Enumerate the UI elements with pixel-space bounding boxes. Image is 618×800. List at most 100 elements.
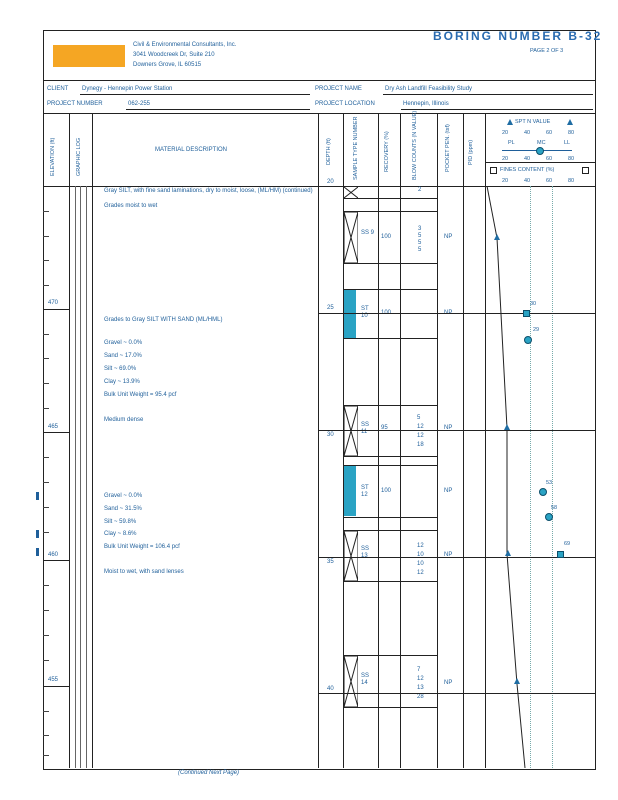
header-blow-counts: BLOW COUNTS (N VALUE) xyxy=(412,110,418,180)
scale-tick-60a: 60 xyxy=(546,130,553,136)
ll-label: LL xyxy=(564,140,571,146)
depth-start: 20 xyxy=(327,179,334,185)
blows-ss13-4: 12 xyxy=(417,570,424,576)
spt-point-ss13 xyxy=(505,550,511,556)
desc-clay-2: Clay ~ 8.6% xyxy=(104,531,137,537)
pl-label: PL xyxy=(508,140,515,146)
mc-label: MC xyxy=(537,140,546,146)
elevation-470: 470 xyxy=(48,300,59,306)
desc-gravel-2: Gravel ~ 0.0% xyxy=(104,493,143,499)
mc-label-69: 69 xyxy=(564,541,571,547)
sample-x-ss14 xyxy=(344,656,358,707)
client-label: CLIENT xyxy=(47,86,69,92)
continued-footer: (Continued Next Page) xyxy=(178,770,240,776)
elevation-460: 460 xyxy=(48,552,59,558)
sample-id-ss13: SS 13 xyxy=(361,546,370,559)
sample-id-ss11: SS 11 xyxy=(361,422,370,435)
mc-label-53: 53 xyxy=(546,480,553,486)
fines-legend-box xyxy=(490,167,497,174)
project-number-value: 062-255 xyxy=(128,101,151,107)
blows-ss11-1: 5 xyxy=(417,415,421,421)
scale-tick-40a: 40 xyxy=(524,130,531,136)
margin-marker-2 xyxy=(36,530,39,538)
mc-point-30 xyxy=(523,310,530,317)
header-pocket-pen: POCKET PEN. (tsf) xyxy=(445,124,451,172)
fines-legend-box-2 xyxy=(582,167,589,174)
blows-ss11-2: 12 xyxy=(417,424,424,430)
spt-point-ss11 xyxy=(504,424,510,430)
sample-st12-bar xyxy=(344,466,356,516)
boring-title: BORING NUMBER B-32 xyxy=(433,29,603,43)
blows-ss9-4: 5 xyxy=(418,247,422,253)
client-value: Dynegy - Hennepin Power Station xyxy=(82,86,173,92)
depth-40: 40 xyxy=(327,686,334,692)
elevation-455: 455 xyxy=(48,677,59,683)
mc-legend-dot xyxy=(536,147,544,155)
blows-ss14-3: 13 xyxy=(417,685,424,691)
sample-x-ss13 xyxy=(344,531,358,581)
company-line-1: Civil & Environmental Consultants, Inc. xyxy=(133,42,237,48)
margin-marker-3 xyxy=(36,548,39,556)
header-elevation: ELEVATION (ft) xyxy=(50,137,56,176)
spt-profile-line xyxy=(486,186,526,768)
blows-ss14-1: 7 xyxy=(417,667,421,673)
desc-bulk-1: Bulk Unit Weight = 95.4 pcf xyxy=(104,392,177,398)
pp-ss13: NP xyxy=(444,552,453,558)
mc-point-53 xyxy=(539,488,547,496)
header-depth: DEPTH (ft) xyxy=(326,138,332,165)
desc-silt-2: Silt ~ 59.8% xyxy=(104,519,137,525)
header-graphic-log: GRAPHIC LOG xyxy=(76,137,82,176)
sample-id-ss14: SS 14 xyxy=(361,673,370,686)
blows-ss9-2: 5 xyxy=(418,233,422,239)
header-pid: PID (ppm) xyxy=(468,139,474,165)
blows-ss13-1: 12 xyxy=(417,543,424,549)
company-line-2: 3041 Woodcreek Dr, Suite 210 xyxy=(133,52,215,58)
depth-35: 35 xyxy=(327,559,334,565)
scale-tick-20b: 20 xyxy=(502,156,509,162)
scale-tick-40c: 40 xyxy=(524,178,531,184)
project-name-value: Dry Ash Landfill Feasibility Study xyxy=(385,86,473,92)
pp-ss11: NP xyxy=(444,425,453,431)
mc-label-29: 29 xyxy=(533,327,540,333)
sample-x-top xyxy=(344,187,358,198)
sample-id-st10: ST 10 xyxy=(361,306,369,319)
scale-tick-80b: 80 xyxy=(568,156,575,162)
desc-moist-wet: Grades moist to wet xyxy=(104,203,158,209)
page-frame xyxy=(43,30,596,770)
project-location-label: PROJECT LOCATION xyxy=(315,101,375,107)
desc-sand-1: Sand ~ 17.0% xyxy=(104,353,142,359)
desc-moist-sand-lenses: Moist to wet, with sand lenses xyxy=(104,569,184,575)
pp-st12: NP xyxy=(444,488,453,494)
pp-ss9: NP xyxy=(444,234,453,240)
mc-label-58: 58 xyxy=(551,505,558,511)
desc-bulk-2: Bulk Unit Weight = 106.4 pcf xyxy=(104,544,180,550)
recovery-st12: 100 xyxy=(381,488,392,494)
sample-id-ss9: SS 9 xyxy=(361,230,375,236)
sample-id-st12: ST 12 xyxy=(361,485,369,498)
page-number: PAGE 2 OF 3 xyxy=(530,48,564,54)
desc-gravel-1: Gravel ~ 0.0% xyxy=(104,340,143,346)
blows-ss14-2: 12 xyxy=(417,676,424,682)
company-logo xyxy=(53,45,125,67)
spt-point-ss9 xyxy=(494,234,500,240)
blows-ss11-3: 12 xyxy=(417,433,424,439)
elevation-465: 465 xyxy=(48,424,59,430)
desc-silt-1: Silt ~ 69.0% xyxy=(104,366,137,372)
sample-st10-bar xyxy=(344,290,356,338)
blow-top: 2 xyxy=(418,187,422,193)
blows-ss11-4: 18 xyxy=(417,442,424,448)
scale-tick-80a: 80 xyxy=(568,130,575,136)
blows-ss13-2: 10 xyxy=(417,552,424,558)
recovery-ss11: 95 xyxy=(381,425,388,431)
blows-ss9-1: 3 xyxy=(418,226,422,232)
desc-continued: Gray SILT, with fine sand laminations, d… xyxy=(104,188,313,194)
blows-ss9-3: 5 xyxy=(418,240,422,246)
desc-sand-2: Sand ~ 31.5% xyxy=(104,506,142,512)
fines-label: FINES CONTENT (%) xyxy=(500,167,555,173)
header-material-description: MATERIAL DESCRIPTION xyxy=(155,147,228,153)
company-line-3: Downers Grove, IL 60515 xyxy=(133,62,202,68)
project-location-value: Hennepin, Illinois xyxy=(403,101,449,107)
margin-marker-1 xyxy=(36,492,39,500)
depth-25: 25 xyxy=(327,305,334,311)
spt-legend-icon xyxy=(507,119,513,125)
